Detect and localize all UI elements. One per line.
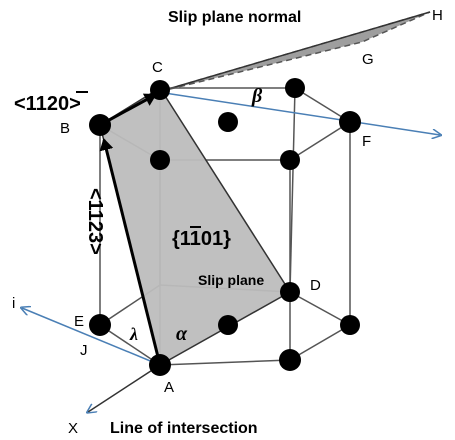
plane-index-label: {1101} — [172, 228, 231, 250]
point-label-B: B — [60, 120, 70, 137]
direction-1123-label: <1123> — [84, 188, 106, 255]
atoms — [89, 78, 361, 376]
direction-1123-arrow — [99, 138, 162, 366]
atom-bottom-front-right — [279, 349, 301, 371]
point-label-H: H — [432, 7, 443, 24]
point-label-J: J — [80, 342, 88, 359]
point-label-G: G — [362, 51, 374, 68]
lambda-symbol: λ — [129, 324, 138, 344]
line-of-intersection-label: Line of intersection — [110, 420, 258, 437]
point-label-A: A — [164, 379, 174, 396]
atom-bottom-right — [340, 315, 360, 335]
point-label-D: D — [310, 277, 321, 294]
atom-bottom-center — [218, 315, 238, 335]
point-label-i: i — [12, 295, 15, 312]
axis-arrow-right — [157, 91, 440, 135]
atom-C — [150, 80, 170, 100]
axis-arrow-i — [22, 308, 161, 366]
atom-A — [149, 354, 171, 376]
slip-plane-normal-label: Slip plane normal — [168, 9, 301, 26]
alpha-symbol: α — [176, 323, 188, 345]
slip-plane-label: Slip plane — [198, 272, 264, 288]
atom-top-right — [285, 78, 305, 98]
beta-symbol: β — [251, 85, 263, 107]
atom-B — [89, 114, 111, 136]
atom-top-back-right — [280, 150, 300, 170]
point-label-C: C — [152, 59, 163, 76]
normal-line — [157, 11, 431, 93]
direction-1120-label: <1120> — [14, 93, 81, 115]
point-label-F: F — [362, 133, 371, 150]
point-label-X: X — [68, 420, 78, 437]
atom-F — [339, 111, 361, 133]
point-label-E: E — [74, 313, 84, 330]
line-of-intersection-arrow — [88, 364, 161, 412]
atom-E — [89, 314, 111, 336]
atom-top-center — [218, 112, 238, 132]
atom-top-back-left — [150, 150, 170, 170]
atom-D — [280, 282, 300, 302]
